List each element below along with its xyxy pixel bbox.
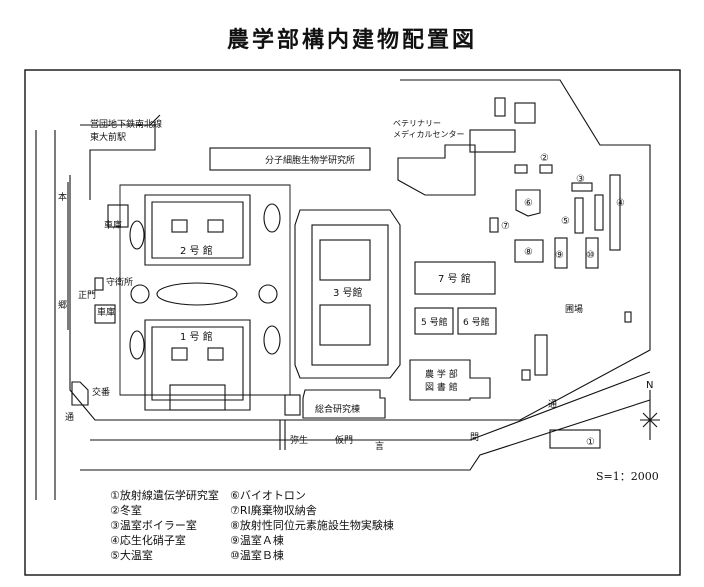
marker-3: ③ [576, 174, 585, 185]
bottom-road-top [90, 371, 651, 441]
marker-7: ⑦ [501, 221, 510, 232]
marker-5: ⑤ [561, 216, 570, 227]
marker-2: ② [540, 153, 549, 164]
legend-item: ⑤大温室 [110, 549, 153, 562]
molecular-institute [209, 147, 371, 171]
hongo-road [35, 130, 56, 500]
left-road-label: 通 [65, 412, 74, 423]
garage-label-1: 車庫 [104, 219, 122, 231]
legend-item: ④応生化硝子室 [110, 534, 186, 547]
field-label: 圃場 [565, 303, 583, 315]
building-7-label: 7 号 館 [438, 272, 471, 285]
legend-right: ⑥バイオトロン ⑦RI廃棄物収納舎 ⑧放射性同位元素施設生物実験棟 ⑨温室Ａ棟 … [230, 488, 394, 563]
legend-item: ①放射線遺伝学研究室 [110, 489, 219, 502]
koban-label: 交番 [92, 386, 110, 398]
bottom-road-bottom [80, 399, 651, 471]
subway-outline [80, 124, 156, 200]
building-1-label: 1 号 館 [180, 330, 213, 343]
building-3 [294, 209, 401, 379]
library-label-2: 図 書 館 [425, 381, 458, 393]
garage-label-2: 車庫 [97, 306, 115, 318]
building-1 [144, 319, 251, 411]
right-road-label: 通 [548, 399, 557, 410]
building-6 [457, 307, 497, 335]
building-7 [414, 261, 496, 295]
subway-label-2: 東大前駅 [90, 131, 126, 143]
marker-4: ④ [616, 198, 625, 209]
building-2 [144, 194, 251, 266]
north-label: N [646, 380, 653, 391]
library-label-1: 農 学 部 [425, 368, 458, 380]
main-gate-label: 正門 [78, 290, 96, 301]
building-6-label: 6 号館 [463, 316, 490, 328]
kamon-label: 仮門 [335, 434, 353, 446]
marker-10: ⑩ [586, 250, 595, 261]
map-title: 農学部構内建物配置図 [226, 27, 477, 53]
hongo-label-2: 郷 [58, 300, 67, 311]
legend-item: ⑨温室Ａ棟 [230, 534, 284, 547]
marker-9: ⑨ [555, 250, 564, 261]
marker-1: ① [586, 437, 595, 448]
marker-6: ⑥ [524, 198, 533, 209]
legend-item: ⑧放射性同位元素施設生物実験棟 [230, 519, 394, 532]
veterinary-label-1: ベテリナリー [393, 119, 441, 128]
legend-item: ②冬室 [110, 504, 142, 517]
building-5-label: 5 号館 [421, 316, 448, 328]
legend-left: ①放射線遺伝学研究室 ②冬室 ③温室ボイラー室 ④応生化硝子室 ⑤大温室 [110, 488, 219, 563]
legend-item: ⑥バイオトロン [230, 489, 306, 502]
scale-label: S=1：2000 [596, 470, 659, 483]
yayoi-label: 弥生 [290, 434, 308, 446]
veterinary-label-2: メディカルセンター [393, 129, 464, 139]
legend-item: ⑩温室Ｂ棟 [230, 549, 284, 562]
building-3-label: 3 号館 [333, 286, 363, 299]
hongo-label-1: 本 [58, 191, 67, 203]
map-frame [24, 69, 681, 576]
building-2-label: 2 号 館 [180, 244, 213, 257]
sogo-label: 総合研究棟 [315, 403, 360, 415]
building-5 [414, 307, 454, 335]
library [409, 359, 491, 401]
legend-item: ⑦RI廃棄物収納舎 [230, 504, 317, 517]
campus-boundary [69, 79, 651, 421]
marker-8: ⑧ [524, 247, 533, 258]
molecular-label: 分子細胞生物学研究所 [265, 154, 355, 166]
kotoi-label: 言 [375, 440, 384, 452]
legend-item: ③温室ボイラー室 [110, 519, 197, 532]
compass-lines [640, 390, 660, 440]
veterinary-center [397, 144, 476, 196]
guard-label: 守衛所 [106, 276, 133, 288]
sogo-building [302, 389, 386, 419]
ton-label: 問 [470, 432, 479, 443]
subway-label-1: 営団地下鉄南北線 [90, 118, 162, 130]
